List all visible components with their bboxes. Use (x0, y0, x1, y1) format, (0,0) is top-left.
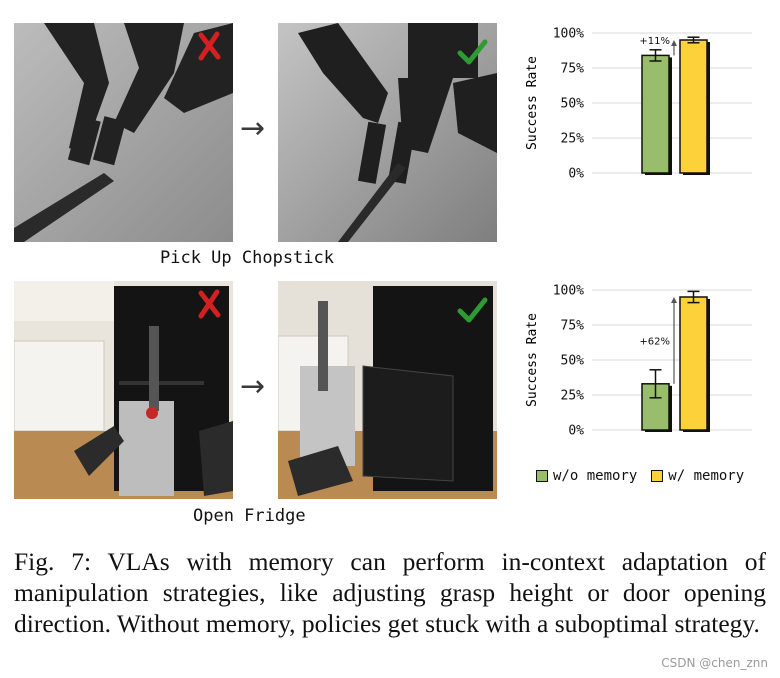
figure-caption: Fig. 7: VLAs with memory can perform in-… (14, 547, 766, 638)
legend-item-with-memory: w/ memory (651, 468, 744, 484)
transition-arrow: → (240, 369, 266, 404)
improvement-arrowhead (671, 297, 677, 303)
y-tick-label: 100% (553, 27, 584, 42)
y-tick-label: 25% (561, 132, 585, 147)
legend-label: w/o memory (553, 468, 638, 484)
y-tick-label: 75% (561, 319, 585, 334)
bar-with-memory (679, 39, 708, 174)
improvement-arrowhead (671, 40, 677, 46)
chopstick-success-photo (278, 23, 497, 242)
bar-without-memory (641, 54, 670, 174)
legend-swatch (651, 470, 664, 482)
bar-with-memory (679, 296, 708, 431)
transition-arrow: → (240, 111, 266, 146)
legend-swatch (536, 470, 548, 482)
y-tick-label: 50% (561, 97, 585, 112)
y-axis-label: Success Rate (525, 56, 540, 150)
y-tick-label: 25% (561, 389, 585, 404)
watermark: CSDN @chen_znn (661, 656, 768, 670)
fridge-failure-photo (14, 281, 233, 499)
improvement-annotation: +62% (639, 336, 670, 347)
y-tick-label: 50% (561, 354, 585, 369)
improvement-annotation: +11% (639, 36, 670, 47)
y-tick-label: 0% (568, 424, 584, 439)
legend-item-without-memory: w/o memory (536, 468, 637, 484)
legend-label: w/ memory (668, 468, 745, 484)
success-check-icon (457, 39, 488, 65)
task-label-chopstick: Pick Up Chopstick (160, 248, 334, 268)
fridge-success-photo (278, 281, 497, 499)
success-rate-chart-fridge: Success Rate 0% 25% 50% 75% 100% +62% (520, 272, 765, 456)
chart-legend: w/o memory w/ memory (536, 468, 758, 484)
chopstick-failure-photo (14, 23, 233, 242)
y-tick-label: 0% (568, 167, 584, 182)
failure-x-icon (198, 289, 221, 319)
success-rate-chart-chopstick: Success Rate 0% 25% 50% 75% 100% +11% (520, 15, 765, 199)
y-tick-label: 100% (553, 284, 584, 299)
success-check-icon (457, 297, 488, 323)
y-axis-label: Success Rate (525, 313, 540, 407)
failure-x-icon (198, 31, 221, 61)
y-tick-label: 75% (561, 62, 585, 77)
task-label-fridge: Open Fridge (193, 506, 306, 526)
